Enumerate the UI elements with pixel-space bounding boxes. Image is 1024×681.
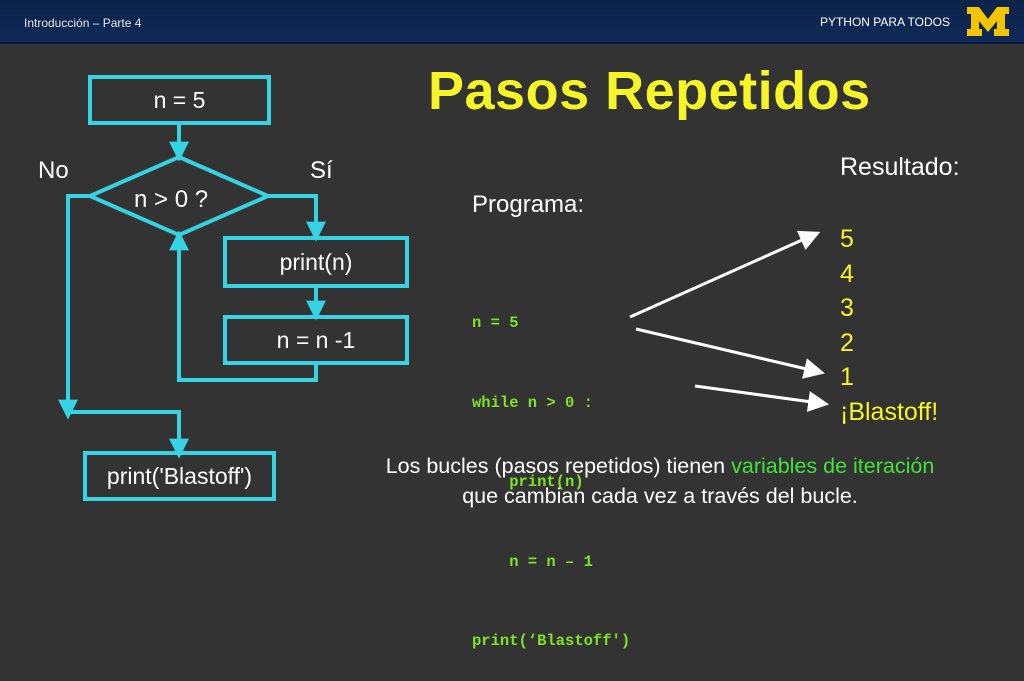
block-m-logo (967, 7, 1009, 36)
program-label: Programa: (472, 191, 585, 218)
flowchart-connectors (58, 124, 830, 459)
arrow-loop-back (169, 230, 318, 382)
print-n-box: print(n) (223, 236, 409, 288)
slide-title: Pasos Repetidos (428, 61, 871, 121)
code-line: n = 5 (472, 314, 519, 332)
caption: Los bucles (pasos repetidos) tienen vari… (330, 451, 990, 511)
caption-post: que cambian cada vez a través del bucle. (462, 484, 858, 508)
code-line: n = n – 1 (472, 552, 593, 571)
brand-text: PYTHON PARA TODOS (819, 15, 950, 29)
output-line: 2 (840, 328, 854, 357)
output-line: 4 (840, 259, 854, 288)
header-bar: Introducción – Parte 4 PYTHON PARA TODOS (0, 0, 1024, 44)
print-n-text: print(n) (279, 248, 353, 275)
yes-label: Sí (310, 157, 333, 184)
output-arrow-loop (629, 230, 821, 319)
init-text: n = 5 (153, 86, 206, 113)
code-line: print(‘Blastoff') (472, 632, 631, 650)
print-blastoff-text: print('Blastoff') (106, 462, 253, 489)
caption-highlight: variables de iteración (731, 454, 935, 478)
course-title: Introducción – Parte 4 (24, 16, 142, 30)
decrement-text: n = n -1 (276, 326, 356, 353)
output-line: 5 (840, 225, 854, 253)
arrow-to-blastoff (68, 410, 189, 459)
init-box: n = 5 (88, 75, 271, 125)
code-line: while n > 0 : (472, 393, 593, 412)
condition-text: n > 0 ? (134, 186, 209, 213)
output-line: 1 (840, 363, 854, 391)
caption-pre: Los bucles (pasos repetidos) tienen (385, 454, 732, 478)
output-list: 5 4 3 2 1 ¡Blastoff! (840, 222, 938, 429)
output-line: 3 (840, 294, 854, 322)
output-arrow-blastoff (694, 384, 830, 412)
no-label: No (38, 157, 69, 184)
code-line: print(n) (472, 473, 584, 491)
output-label: Resultado: (840, 153, 960, 181)
arrow-yes-branch (268, 194, 326, 242)
output-line: ¡Blastoff! (840, 397, 939, 426)
print-blastoff-box: print('Blastoff') (83, 451, 276, 501)
arrow-no-branch (58, 194, 90, 420)
decrement-box: n = n -1 (223, 315, 409, 365)
output-arrow-print (635, 327, 825, 379)
